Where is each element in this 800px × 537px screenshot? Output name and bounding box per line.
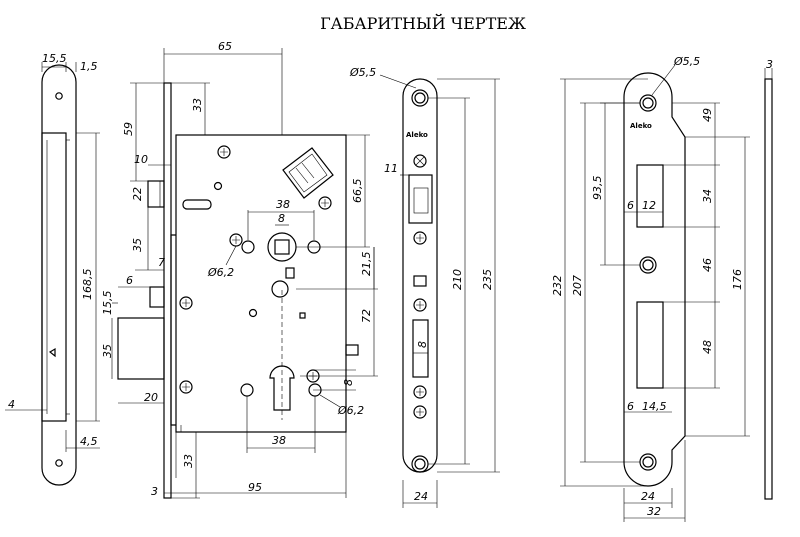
dim-3: 3	[151, 485, 158, 498]
side-latch-marker	[48, 347, 56, 358]
dim-strike-3: 3	[766, 58, 773, 71]
cylinder-screw-left	[240, 383, 254, 397]
lock-body-view: 65 33 59 10 22 35 7 6 15,5 35 20 33 3 95	[101, 40, 378, 499]
dim-20: 20	[144, 391, 158, 404]
dim-49: 49	[701, 108, 714, 122]
dim-72: 72	[360, 309, 373, 323]
case-screws	[179, 145, 332, 394]
small-hole-2	[248, 308, 258, 318]
faceplate-view: Aleko Ø5,5 11 8 210 235 24	[349, 66, 500, 508]
dim-33-top: 33	[191, 98, 204, 112]
dim-24-faceplate: 24	[414, 490, 428, 503]
dim-8-right: 8	[342, 379, 355, 386]
strike-hole-middle	[642, 259, 654, 271]
strike-plate-view: Aleko Ø5,5 3 49 34 46 48 176 93,5	[551, 55, 773, 522]
strike-aux-opening	[636, 164, 664, 228]
dim-phi-6-2-b: Ø6,2	[337, 404, 364, 417]
side-screw-hole-top	[55, 92, 63, 100]
small-bolt	[149, 286, 165, 308]
faceplate-screw-1	[413, 154, 427, 168]
dim-176: 176	[731, 269, 744, 290]
dim-6-a: 6	[627, 199, 634, 212]
dim-46: 46	[701, 258, 714, 272]
faceplate-brand: Aleko	[406, 131, 428, 139]
dim-235: 235	[481, 269, 494, 290]
strike-brand: Aleko	[630, 122, 652, 130]
dim-faceplate-phi: Ø5,5	[349, 66, 376, 79]
faceplate-hole-bottom	[414, 458, 426, 470]
dim-35-b: 35	[101, 344, 114, 358]
dim-11: 11	[384, 162, 398, 175]
faceplate-latch-slot	[412, 319, 429, 378]
dim-168-5: 168,5	[81, 269, 94, 301]
side-screw-hole-bottom	[55, 459, 63, 467]
spindle-follower	[267, 232, 297, 262]
spindle-lug	[285, 267, 295, 279]
dim-6: 6	[126, 274, 133, 287]
faceplate-outline	[402, 78, 438, 473]
dim-phi-6-2-a: Ø6,2	[207, 266, 234, 279]
dim-93-5: 93,5	[591, 176, 604, 201]
faceplate-hole-top	[414, 92, 426, 104]
auxiliary-bolt	[147, 180, 165, 208]
dim-1-5: 1,5	[80, 60, 98, 73]
dim-34: 34	[701, 189, 714, 203]
spindle-square	[274, 239, 290, 255]
dim-8-faceplate: 8	[416, 341, 429, 348]
faceplate-small-slot	[413, 275, 427, 287]
dim-66-5: 66,5	[351, 179, 364, 204]
dim-10: 10	[134, 153, 148, 166]
dim-38-bottom: 38	[272, 434, 286, 447]
dim-210: 210	[451, 269, 464, 290]
body-faceplate-strip	[163, 82, 172, 499]
dim-95: 95	[248, 481, 262, 494]
dim-4: 4	[8, 398, 15, 411]
spindle-screw-left	[241, 240, 255, 254]
dim-21-5: 21,5	[360, 252, 373, 277]
dim-24-strike: 24	[641, 490, 655, 503]
dim-15-5: 15,5	[42, 52, 67, 65]
dim-12: 12	[642, 199, 656, 212]
cylinder-cutout	[269, 365, 295, 411]
dim-38-top: 38	[276, 198, 290, 211]
dim-48: 48	[701, 340, 714, 354]
dim-15-5-body: 15,5	[101, 291, 114, 316]
strike-latch-opening	[636, 301, 664, 389]
strike-hole-bottom	[642, 456, 654, 468]
side-view: 15,5 1,5 168,5 4 4,5	[5, 52, 100, 486]
dim-22: 22	[131, 187, 144, 201]
dim-strike-phi: Ø5,5	[673, 55, 700, 68]
microswitch-block	[282, 147, 334, 199]
dim-65: 65	[218, 40, 232, 53]
lower-follower	[271, 280, 289, 298]
dim-6-b: 6	[627, 400, 634, 413]
drawing-title: ГАБАРИТНЫЙ ЧЕРТЕЖ	[320, 13, 526, 33]
strike-side-profile	[764, 78, 773, 500]
dim-14-5: 14,5	[642, 400, 667, 413]
dim-232: 232	[551, 275, 564, 296]
dim-4-5: 4,5	[80, 435, 98, 448]
side-faceplate-outline	[41, 64, 77, 486]
lock-case	[175, 134, 347, 433]
slot	[182, 199, 212, 210]
dim-8-top: 8	[278, 212, 285, 225]
dim-7: 7	[158, 256, 165, 269]
dim-35-a: 35	[131, 238, 144, 252]
strike-hole-top	[642, 97, 654, 109]
dim-33-bottom: 33	[182, 454, 195, 468]
faceplate-screw-2	[413, 231, 427, 245]
dim-207: 207	[571, 275, 584, 296]
faceplate-screw-4	[413, 385, 427, 399]
small-hole	[213, 181, 223, 191]
side-body	[41, 132, 67, 422]
strike-outline	[623, 72, 686, 487]
latch-bolt	[117, 317, 165, 380]
faceplate-screw-3	[413, 298, 427, 312]
dim-59: 59	[122, 122, 135, 136]
case-lug	[345, 344, 359, 356]
dim-32: 32	[647, 505, 661, 518]
faceplate-aux-slot	[408, 174, 433, 224]
